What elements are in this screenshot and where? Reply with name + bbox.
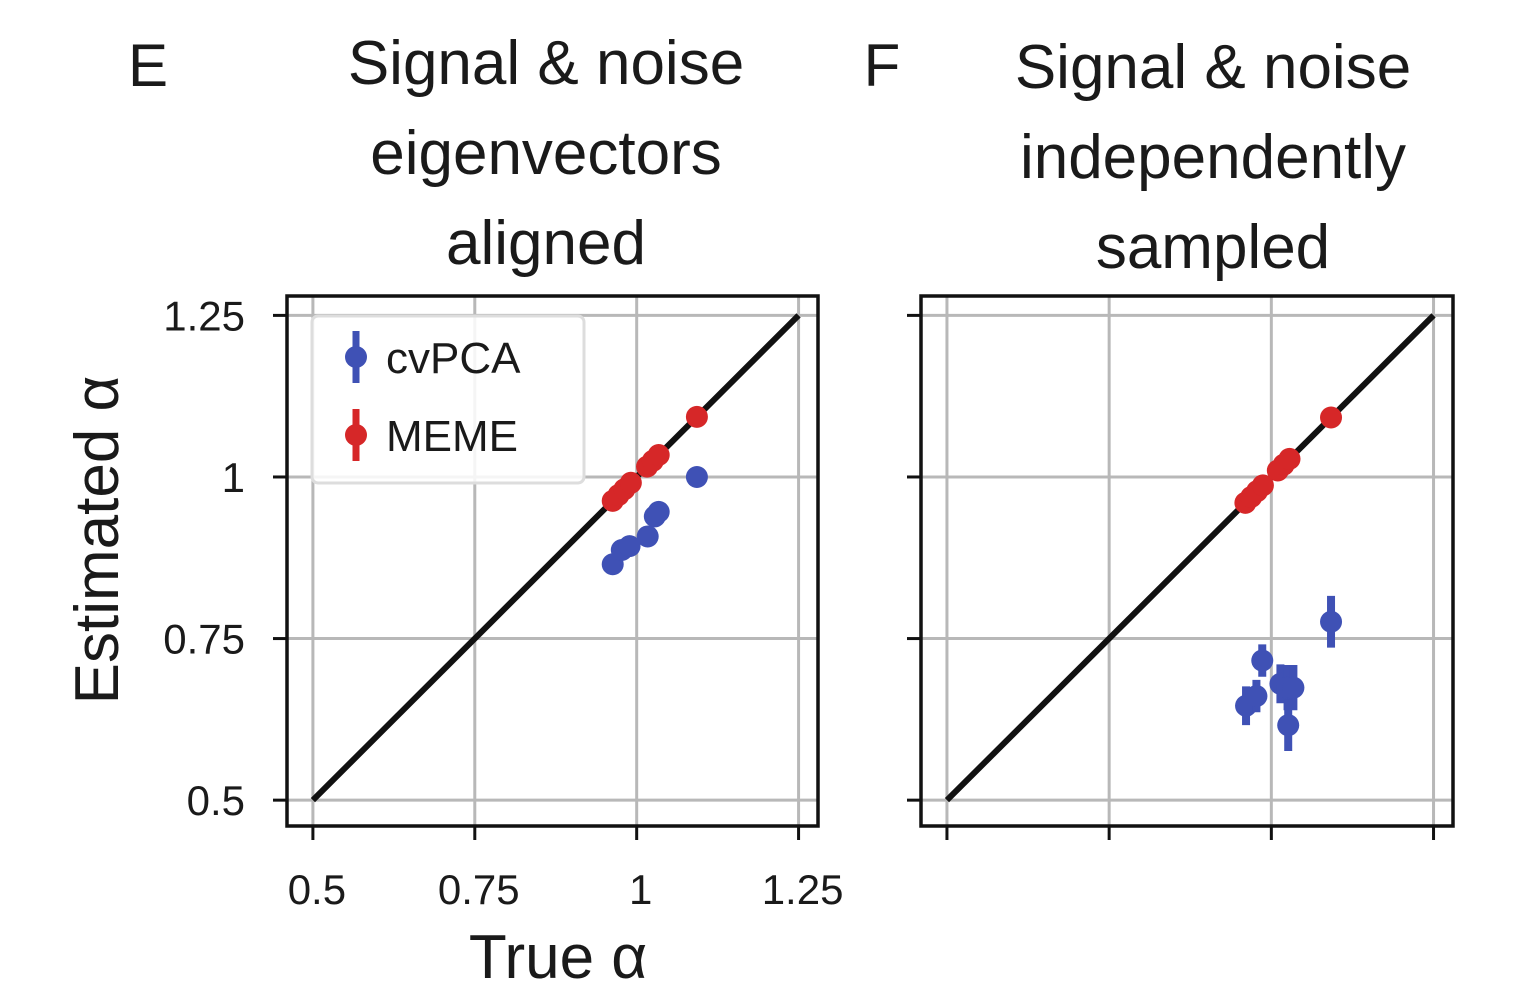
data-point — [1278, 447, 1301, 470]
identity-line — [944, 313, 1436, 803]
data-point — [1245, 685, 1268, 708]
plot-frame — [285, 294, 820, 828]
panel-label: F — [864, 32, 901, 99]
legend-marker — [345, 424, 367, 446]
y-tick-label: 1.25 — [163, 292, 245, 339]
legend-label: cvPCA — [386, 334, 521, 383]
x-tick-label: 1.25 — [762, 866, 844, 913]
panel-label: E — [128, 32, 168, 99]
data-point — [685, 405, 708, 428]
data-point — [1277, 714, 1300, 737]
identity-line — [310, 313, 801, 803]
data-point — [647, 500, 670, 523]
data-point — [1251, 474, 1274, 497]
panel-f: F Signal & noise independently sampled — [864, 32, 1455, 840]
series-cvpca — [601, 465, 708, 576]
data-point — [1282, 676, 1305, 699]
title-line: eigenvectors — [370, 119, 722, 188]
data-point — [1320, 406, 1343, 429]
x-tick-label: 0.5 — [288, 866, 346, 913]
data-point — [1251, 649, 1274, 672]
legend: cvPCA MEME — [310, 314, 586, 485]
x-tick-label: 1 — [629, 866, 652, 913]
series-meme — [601, 405, 708, 512]
data-point — [685, 465, 708, 488]
panel-e: E Signal & noise eigenvectors aligned 0.5 0.7… — [63, 29, 843, 992]
data-point — [636, 525, 659, 548]
x-tick-label: 0.75 — [438, 866, 520, 913]
legend-label: MEME — [386, 412, 518, 461]
plot-frame — [919, 294, 1455, 828]
y-tick-label: 1 — [222, 454, 245, 501]
y-tick-label: 0.75 — [163, 616, 245, 663]
legend-box — [310, 314, 586, 485]
y-axis-label: Estimated α — [63, 376, 132, 705]
data-point — [647, 444, 670, 466]
title-line: independently — [1020, 123, 1406, 192]
series-meme — [1234, 406, 1343, 514]
x-axis-label: True α — [469, 923, 647, 992]
data-point — [1320, 610, 1343, 633]
title-line: sampled — [1096, 213, 1330, 282]
data-point — [618, 535, 641, 558]
series-cvpca — [1235, 595, 1343, 752]
title-line: Signal & noise — [348, 29, 744, 98]
y-tick-label: 0.5 — [187, 777, 245, 824]
title-line: aligned — [446, 209, 646, 278]
title-line: Signal & noise — [1015, 33, 1411, 102]
data-point — [619, 471, 642, 494]
legend-marker — [345, 346, 367, 368]
